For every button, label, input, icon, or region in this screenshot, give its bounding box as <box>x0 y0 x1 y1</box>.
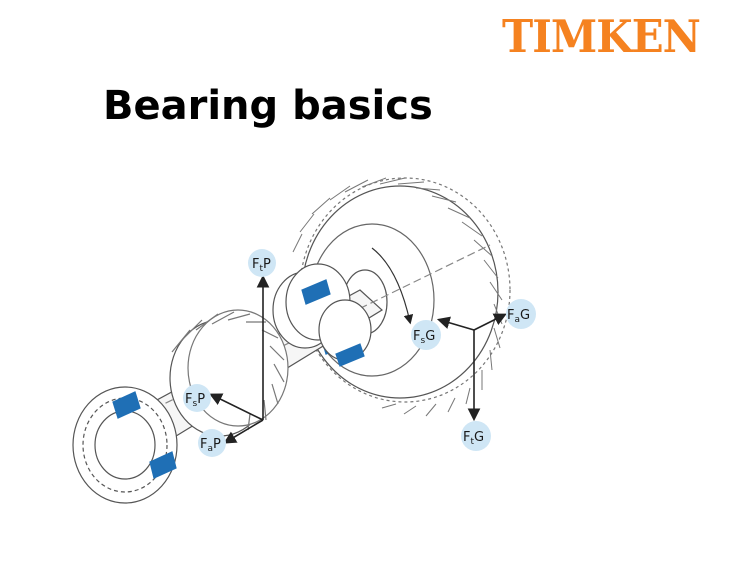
svg-text:FsG: FsG <box>413 329 435 346</box>
label-FsG: FsG <box>411 320 441 350</box>
label-FaP: FaP <box>198 429 226 457</box>
label-FtP: FtP <box>248 249 276 277</box>
pinion-force-vectors <box>209 274 270 444</box>
pinion-gear <box>169 309 289 437</box>
rotation-arrow <box>371 247 414 325</box>
svg-text:FtP: FtP <box>252 257 271 274</box>
label-FaG: FaG <box>506 299 536 329</box>
svg-text:FsP: FsP <box>185 392 205 409</box>
svg-text:FaG: FaG <box>507 308 530 325</box>
svg-text:FtG: FtG <box>463 430 484 447</box>
timken-logo: TIMKEN <box>502 10 701 63</box>
label-FsP: FsP <box>183 384 211 412</box>
gear-force-vectors <box>436 313 507 422</box>
label-FtG: FtG <box>461 421 491 451</box>
svg-text:FaP: FaP <box>200 437 221 454</box>
slide-title: Bearing basics <box>103 83 433 129</box>
left-roller-bearing <box>72 386 178 504</box>
right-bearing <box>318 299 372 367</box>
